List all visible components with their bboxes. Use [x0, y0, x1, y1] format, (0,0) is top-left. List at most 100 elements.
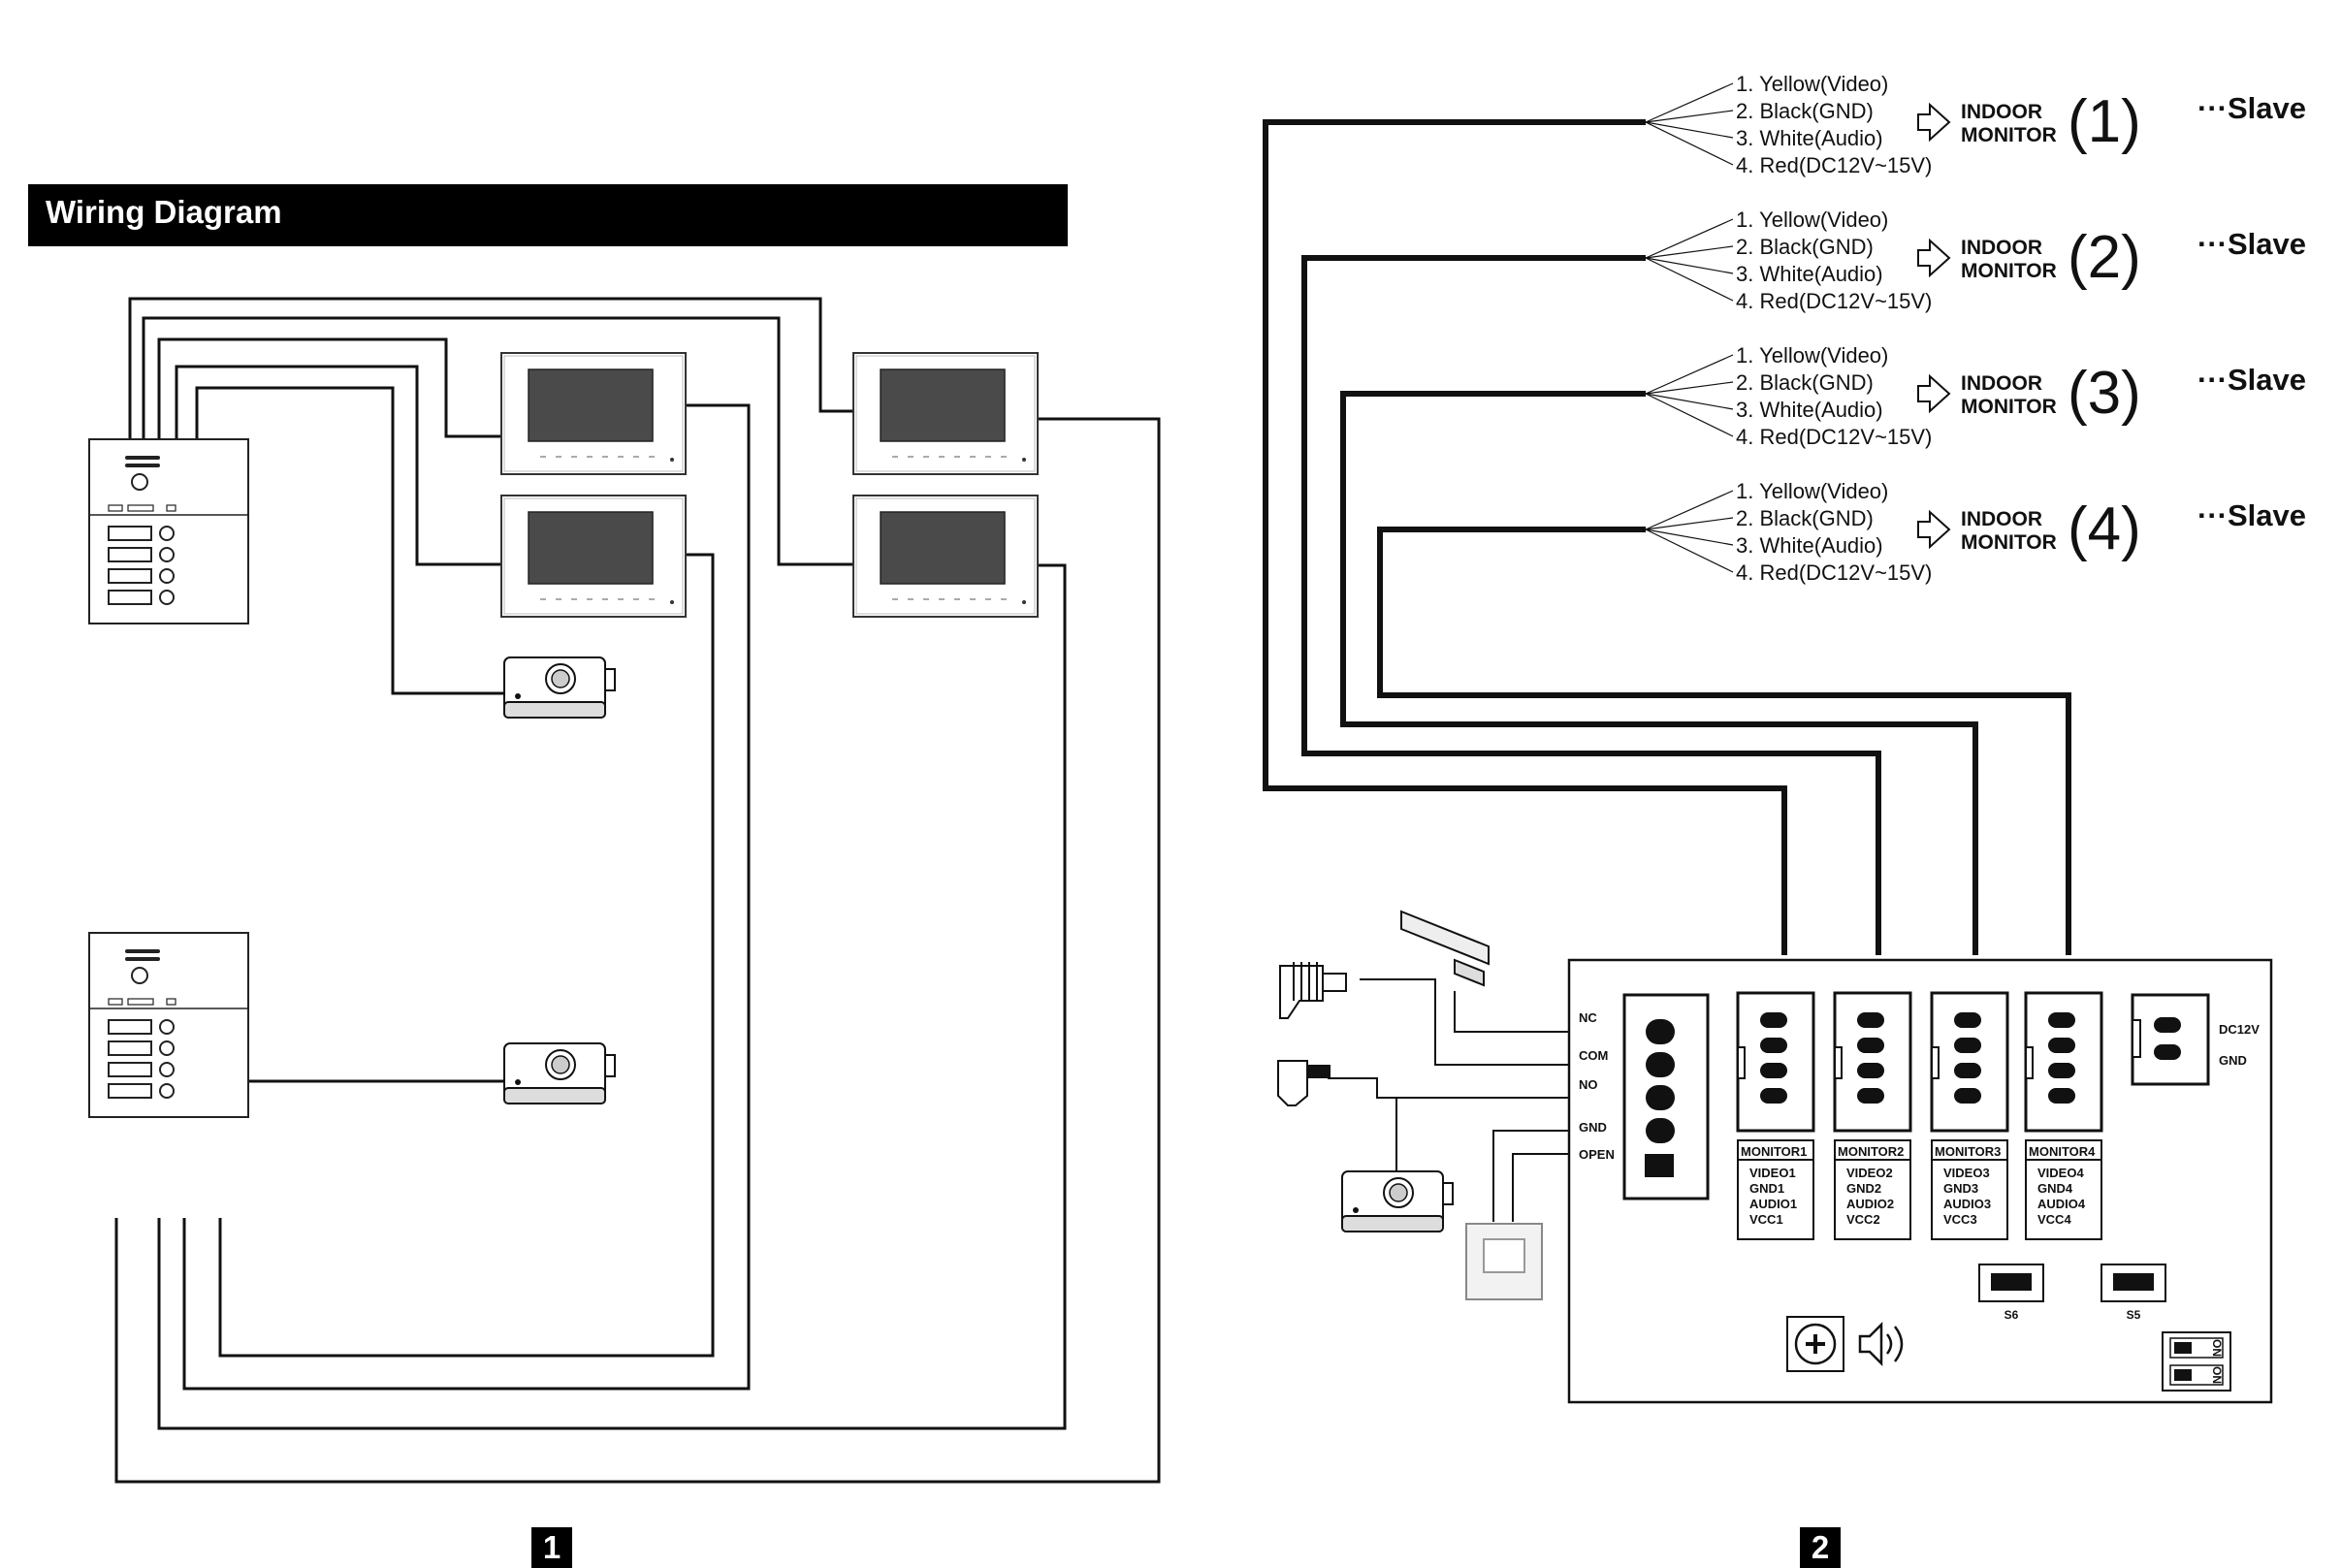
monitor-role: ···Slave	[2197, 227, 2306, 261]
terminal-line: AUDIO3	[1943, 1197, 1991, 1211]
terminal-line: GND4	[2037, 1181, 2073, 1196]
dip-label: ON	[2210, 1339, 2224, 1357]
speaker-wave-icon	[1885, 1326, 1904, 1362]
wire-label: 3. White(Audio)	[1736, 533, 1883, 558]
page-number-2: 2	[1800, 1527, 1841, 1568]
terminal-line: VIDEO3	[1943, 1166, 1990, 1180]
wire-relay-com	[1360, 978, 1649, 1066]
wire-fan-line	[1645, 528, 1734, 546]
terminal-line: AUDIO4	[2037, 1197, 2086, 1211]
terminal-label-box	[1737, 1139, 1814, 1240]
arrow-icon	[1917, 238, 1951, 278]
door-station-1	[88, 438, 249, 624]
wire-fan-line	[1645, 257, 1734, 302]
wire-fan-line	[1645, 381, 1734, 395]
wire-fan-line	[1645, 528, 1734, 573]
monitor-role: ···Slave	[2197, 498, 2306, 532]
wire-panel1-monitor-left-top	[182, 403, 751, 1391]
wire-label: 4. Red(DC12V~15V)	[1736, 560, 1932, 585]
wire-label: 4. Red(DC12V~15V)	[1736, 425, 1932, 449]
monitor-label-line2: MONITOR	[1961, 396, 2057, 418]
terminal-screw	[1646, 1052, 1675, 1077]
wire-panel1-monitor-right-top	[114, 417, 1161, 1484]
terminal-notch	[2132, 1019, 2141, 1058]
wire-panel2-monitor2	[1301, 255, 1881, 955]
switch-s6-knob	[1991, 1273, 2032, 1291]
terminal-line: VCC4	[2037, 1212, 2071, 1227]
monitor-label-line1: INDOOR	[1961, 101, 2042, 123]
wires	[114, 82, 2071, 1484]
exit-button-rocker	[1483, 1238, 1525, 1273]
electric-lock-2	[503, 1042, 616, 1104]
power-label-dc12v: DC12V	[2219, 1022, 2260, 1037]
wire-fan-line	[1645, 82, 1734, 123]
wire-panel2-monitor3	[1340, 391, 1978, 955]
monitor-label-line2: MONITOR	[1961, 531, 2057, 554]
terminal-line: VIDEO2	[1846, 1166, 1893, 1180]
wire-label: 1. Yellow(Video)	[1736, 208, 1888, 232]
wire-label: 3. White(Audio)	[1736, 398, 1883, 422]
monitor-number: (3)	[2068, 360, 2141, 427]
wire-fan-line	[1645, 517, 1734, 530]
switch-s5-knob	[2113, 1273, 2154, 1291]
wire-panel1-station1-a	[128, 297, 863, 441]
terminal-line: AUDIO2	[1846, 1197, 1894, 1211]
terminal-screw	[2154, 1017, 2181, 1033]
devices	[88, 102, 2273, 1404]
wire-panel1-station1-b	[142, 316, 854, 566]
wire-fan-line	[1645, 245, 1734, 259]
terminal-line: GND2	[1846, 1181, 1881, 1196]
arrow-icon	[1917, 102, 1951, 143]
terminal-header: MONITOR3	[1935, 1144, 2001, 1159]
wire-label: 2. Black(GND)	[1736, 370, 1874, 395]
dip-label: ON	[2210, 1366, 2224, 1384]
terminal-header: MONITOR2	[1838, 1144, 1904, 1159]
wire-panel1-station1-lock	[195, 386, 504, 695]
monitor-number: (4)	[2068, 496, 2141, 562]
monitor-terminal-block	[1930, 991, 2009, 1133]
lock-terminal-label: OPEN	[1579, 1147, 1615, 1162]
wire-fan-line	[1645, 110, 1734, 123]
wire-panel2-monitor1	[1263, 119, 1787, 955]
terminal-screw	[1646, 1118, 1675, 1143]
monitor-terminal-block	[2024, 991, 2103, 1133]
lock-terminal-label: COM	[1579, 1048, 1608, 1063]
terminal-line: VCC2	[1846, 1212, 1880, 1227]
wire-label: 2. Black(GND)	[1736, 99, 1874, 123]
terminal-header: MONITOR4	[2029, 1144, 2096, 1159]
title-bar: Wiring Diagram	[28, 184, 1068, 246]
terminal-label-box	[1931, 1139, 2008, 1240]
wire-panel1-station1-d	[175, 365, 503, 566]
terminal-label-box	[1834, 1139, 1911, 1240]
wire-panel1-monitor-right-bottom	[157, 563, 1067, 1430]
indoor-monitor-2	[500, 495, 687, 618]
wire-fan-line	[1645, 218, 1734, 259]
dip-switch-knob	[2174, 1369, 2192, 1381]
monitor-number: (2)	[2068, 224, 2141, 291]
wire-label: 2. Black(GND)	[1736, 506, 1874, 530]
wire-label: 3. White(Audio)	[1736, 262, 1883, 286]
diagram-title: Wiring Diagram	[46, 194, 282, 230]
adapter-ridges	[1293, 962, 1318, 1001]
arrow-icon	[1917, 373, 1951, 414]
switch-label-s5: S5	[2127, 1308, 2141, 1322]
wire-label: 1. Yellow(Video)	[1736, 479, 1888, 503]
wire-label: 2. Black(GND)	[1736, 235, 1874, 259]
wire-label: 4. Red(DC12V~15V)	[1736, 289, 1932, 313]
switch-label-s6: S6	[2004, 1308, 2019, 1322]
terminal-line: VIDEO4	[2037, 1166, 2084, 1180]
lock-terminal-label: GND	[1579, 1120, 1607, 1135]
monitor-label-line1: INDOOR	[1961, 237, 2042, 259]
electric-lock-3	[1341, 1170, 1454, 1232]
terminal-open	[1645, 1154, 1674, 1177]
volume-cross-icon	[1806, 1334, 1825, 1354]
terminal-line: VIDEO1	[1749, 1166, 1796, 1180]
wire-panel1-station1-c	[157, 337, 503, 441]
wire-fan-line	[1645, 354, 1734, 395]
adapter-plug	[1322, 973, 1347, 992]
wire-label: 1. Yellow(Video)	[1736, 72, 1888, 96]
wire-fan-line	[1645, 490, 1734, 530]
power-terminal-block	[2131, 993, 2210, 1086]
terminal-screw	[2154, 1044, 2181, 1060]
